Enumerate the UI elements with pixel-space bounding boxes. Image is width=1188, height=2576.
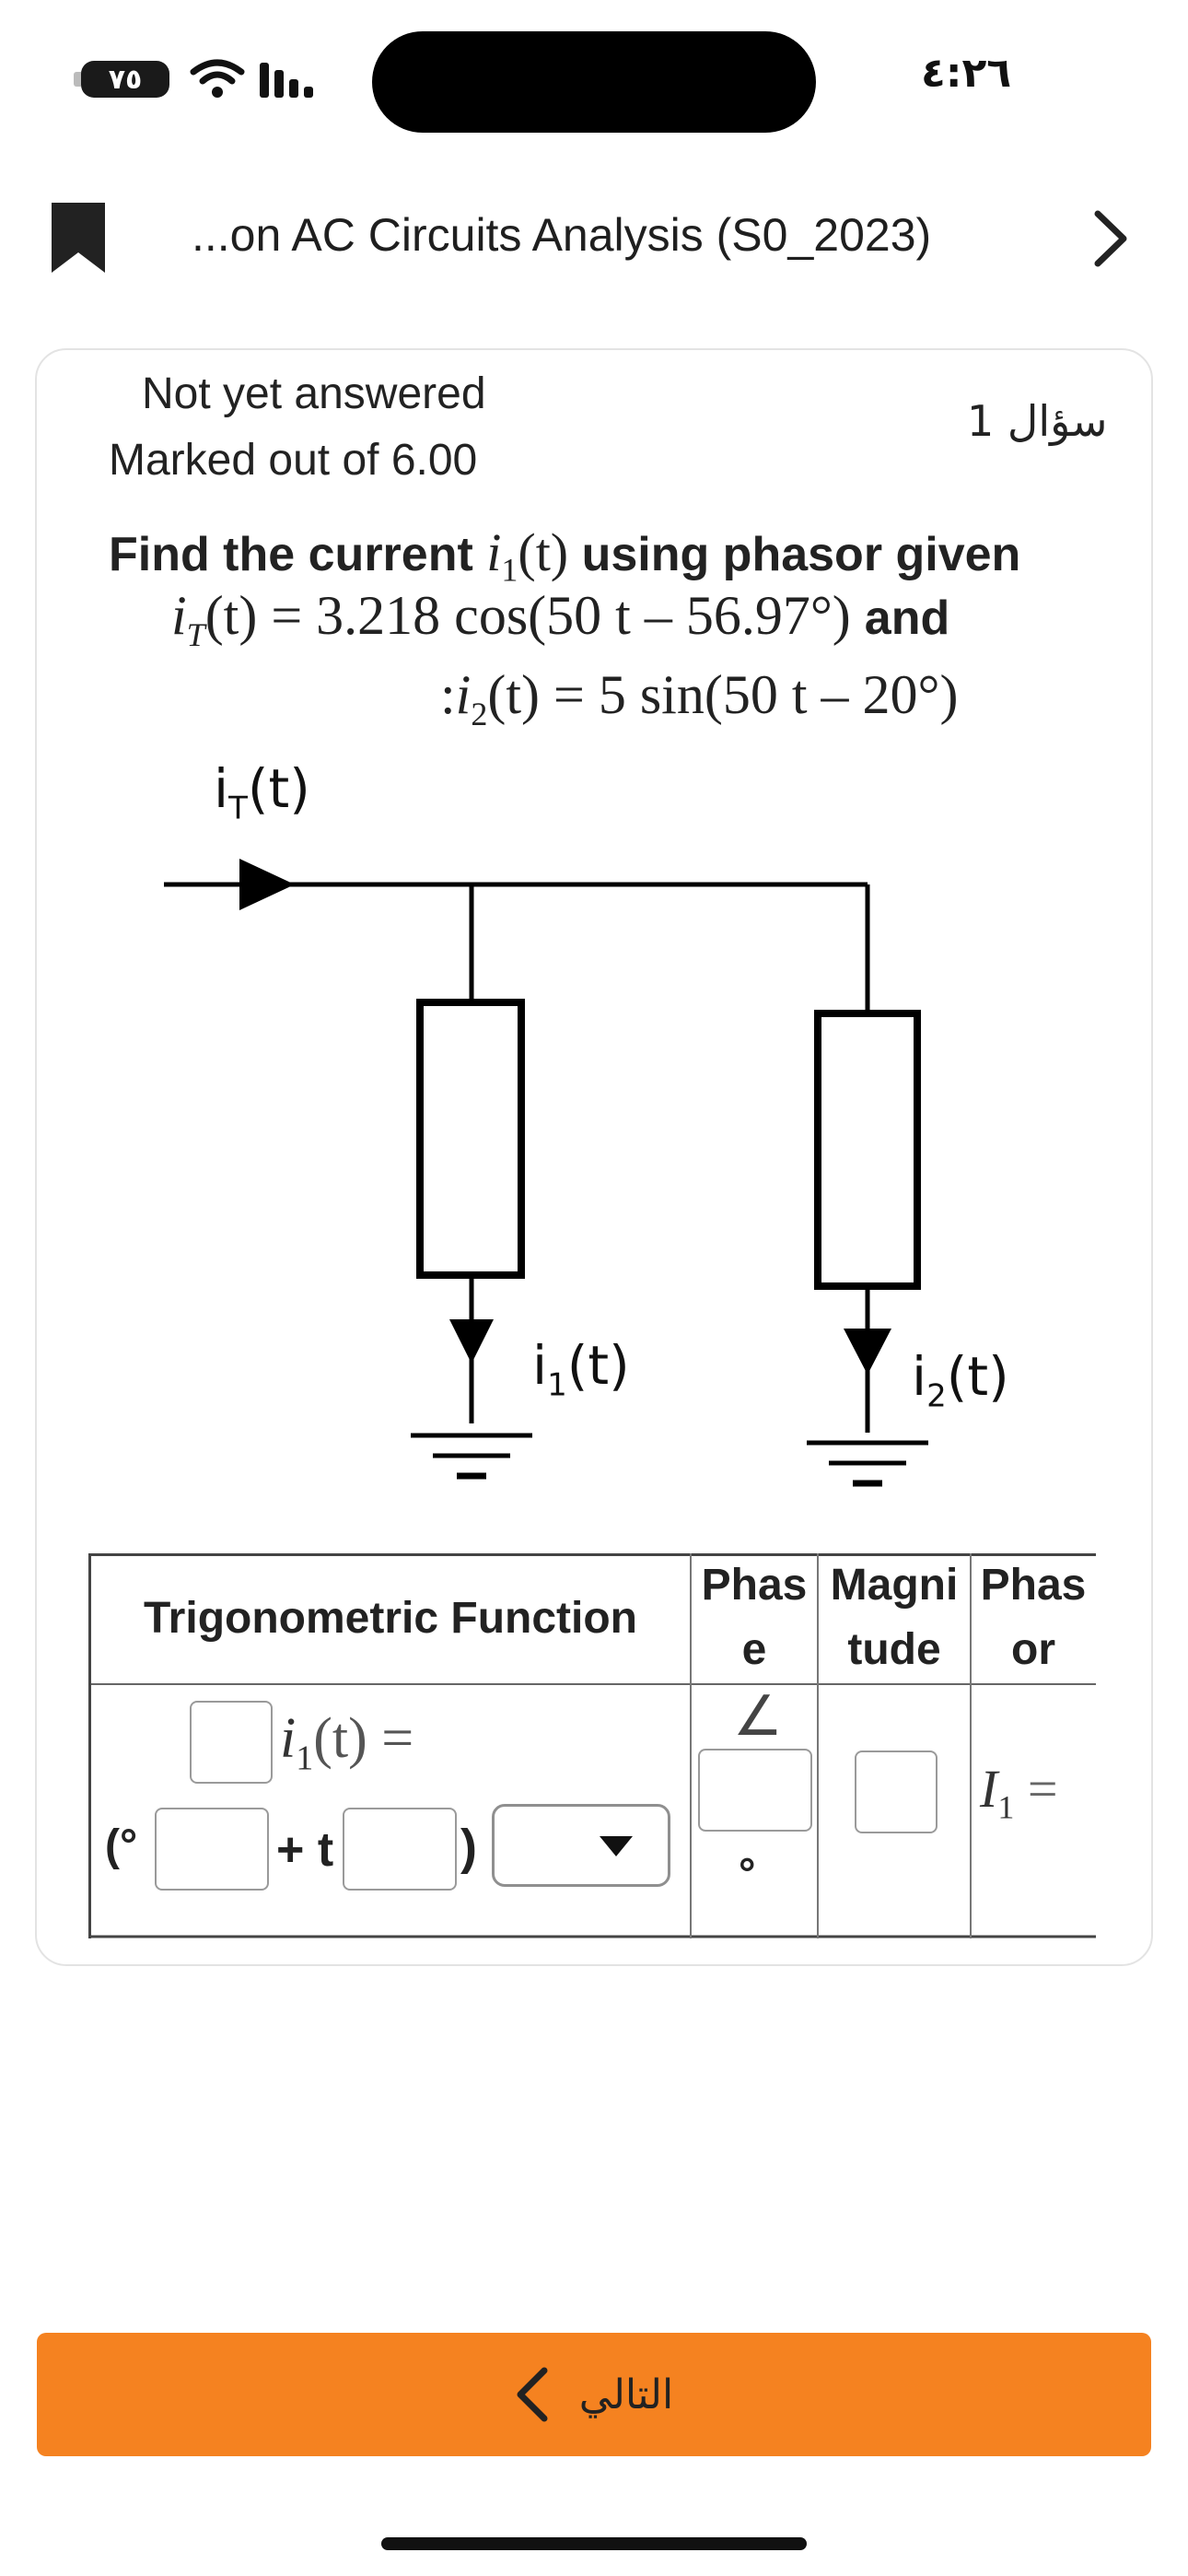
header-phase-line1: Phas — [701, 1561, 808, 1610]
question-text-part1: Find the current — [109, 528, 473, 581]
phasor-lhs-sub: 1 — [997, 1788, 1015, 1826]
header-phase-line2: e — [741, 1625, 767, 1674]
plus-t-text: + t — [276, 1823, 334, 1877]
paren-open: (° — [105, 1821, 138, 1870]
trig-lhs-i: i — [280, 1707, 297, 1770]
resistor-1 — [416, 999, 525, 1279]
trig-phase-input[interactable] — [155, 1808, 269, 1891]
colon: : — [440, 664, 456, 725]
next-button-label: التالي — [578, 2371, 674, 2418]
battery-indicator: ٧٥ — [81, 61, 169, 98]
trig-lhs-rest: (t) = — [313, 1707, 414, 1770]
question-card — [35, 348, 1153, 1966]
i1-subscript: 1 — [501, 551, 518, 589]
header-magnitude-line2: tude — [847, 1625, 941, 1674]
next-button[interactable]: التالي — [37, 2333, 1151, 2456]
header-phasor: Phas or — [973, 1553, 1094, 1682]
answer-state: Not yet answered — [142, 369, 486, 418]
i1-argument: (t) — [518, 522, 569, 582]
iT-label-sub: T — [228, 790, 248, 827]
iT-subscript: T — [186, 616, 205, 653]
iT-arrow — [239, 859, 295, 910]
ground-1 — [411, 1433, 532, 1480]
i2-arrow — [844, 1329, 891, 1375]
question-status: Not yet answered Marked out of 6.00 — [109, 361, 486, 494]
answer-table: Trigonometric Function Phas e Magni tude… — [88, 1553, 1096, 1938]
phase-angle-input[interactable] — [698, 1749, 812, 1832]
trig-function-select[interactable] — [492, 1804, 670, 1887]
dynamic-island — [372, 31, 816, 133]
question-text-part2: using phasor given — [581, 528, 1021, 581]
chevron-left-icon — [517, 2367, 548, 2422]
phasor-lhs: I1 = — [980, 1758, 1058, 1827]
i2-label-t: (t) — [946, 1345, 1009, 1408]
iT-label: iT(t) — [214, 757, 310, 827]
i2-symbol: i — [455, 664, 472, 725]
i1-label-i: i — [532, 1334, 548, 1397]
header-phasor-line1: Phas — [980, 1561, 1087, 1610]
iT-label-i: i — [214, 757, 229, 820]
angle-symbol: ∠ — [733, 1685, 783, 1747]
i2-label-sub: 2 — [926, 1377, 947, 1415]
chevron-down-icon — [600, 1836, 633, 1856]
bookmark-icon[interactable] — [52, 203, 105, 273]
trig-lhs-sub: 1 — [296, 1739, 314, 1778]
chevron-right-icon[interactable] — [1092, 210, 1129, 267]
question-text-line-1: Find the current i1(t) using phasor give… — [109, 521, 1020, 589]
question-text-line-2: iT(t) = 3.218 cos(50 t – 56.97°) and — [171, 584, 949, 654]
i1-label-t: (t) — [566, 1334, 630, 1397]
i1-label: i1(t) — [532, 1334, 630, 1404]
question-marks: Marked out of 6.00 — [109, 436, 478, 485]
i2-argument: (t) — [487, 664, 540, 725]
header-phasor-line2: or — [1011, 1625, 1055, 1674]
plus-t: + t — [276, 1822, 333, 1878]
i2-label-i: i — [912, 1345, 927, 1408]
header-trig-function: Trigonometric Function — [144, 1594, 637, 1643]
home-indicator[interactable] — [381, 2537, 807, 2550]
iT-label-t: (t) — [247, 757, 310, 820]
iT-argument: (t) — [204, 585, 258, 646]
resistor-2 — [814, 1010, 921, 1290]
i1-label-sub: 1 — [547, 1366, 567, 1404]
ground-2 — [807, 1440, 928, 1487]
header-magnitude: Magni tude — [820, 1553, 969, 1682]
iT-symbol: i — [171, 585, 187, 646]
question-text-line-3: :i2(t) = 5 sin(50 t – 20°) — [440, 663, 958, 733]
trig-lhs: i1(t) = — [280, 1706, 413, 1778]
trig-coefficient-input[interactable] — [190, 1701, 273, 1784]
i1-symbol: i — [486, 522, 502, 582]
degree-symbol: ° — [739, 1849, 756, 1897]
status-time: ٤:٢٦ — [921, 50, 1012, 97]
table-grid — [88, 1553, 1096, 1938]
phasor-eq: = — [1027, 1759, 1058, 1819]
question-number: سؤال 1 — [967, 396, 1108, 446]
i2-expression: = 5 sin(50 t – 20°) — [553, 664, 959, 725]
header-phase: Phas e — [693, 1553, 816, 1682]
header-magnitude-line1: Magni — [830, 1561, 959, 1610]
i2-label: i2(t) — [912, 1345, 1009, 1415]
trig-omega-input[interactable] — [343, 1808, 457, 1891]
and-text: and — [864, 591, 950, 645]
paren-close: ) — [460, 1820, 477, 1875]
battery-nub — [74, 72, 81, 87]
magnitude-input[interactable] — [855, 1751, 938, 1833]
cellular-signal-icon — [260, 63, 313, 98]
wifi-icon — [190, 59, 245, 98]
phasor-lhs-I: I — [980, 1759, 998, 1819]
circuit-diagram — [164, 859, 928, 1487]
i1-arrow — [449, 1319, 494, 1364]
page-title: ...on AC Circuits Analysis (S0_2023) — [192, 209, 932, 261]
i2-subscript: 2 — [471, 696, 488, 732]
iT-expression: = 3.218 cos(50 t – 56.97°) — [271, 585, 851, 646]
